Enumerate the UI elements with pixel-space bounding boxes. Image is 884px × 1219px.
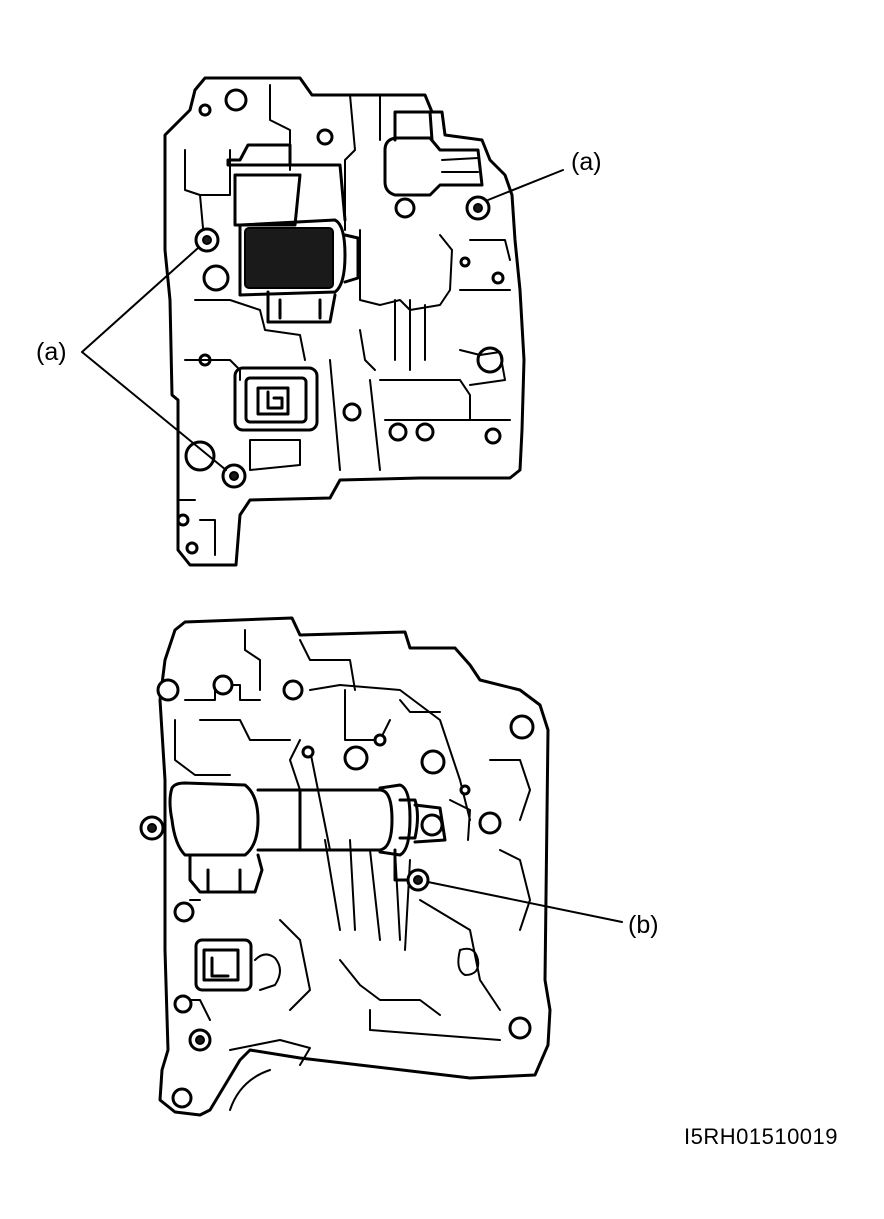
callout-label-a-left: (a) [36, 338, 67, 366]
leader-line-b [427, 881, 623, 923]
figure-code: I5RH01510019 [684, 1124, 839, 1149]
leader-line-a-left-upper [81, 247, 199, 353]
leader-line-a-left-lower [81, 351, 227, 471]
leader-line-a-top-right [487, 169, 564, 201]
callout-label-b: (b) [628, 911, 659, 939]
callout-label-a-top-right: (a) [571, 148, 602, 176]
